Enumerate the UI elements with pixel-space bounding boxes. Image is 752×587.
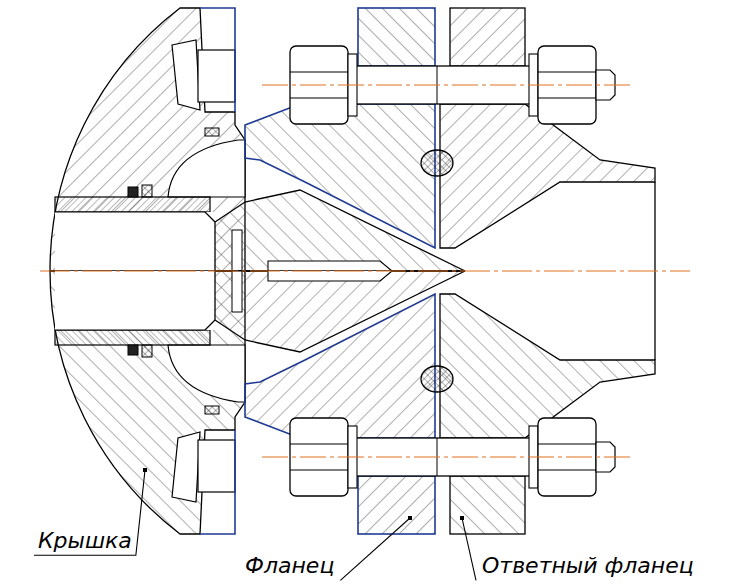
leader-line	[340, 518, 410, 580]
part-label: Фланец	[245, 553, 334, 578]
upper-half	[50, 8, 655, 271]
leader-line	[34, 470, 145, 555]
part-label: Ответный фланец	[482, 553, 694, 578]
lower-half	[50, 271, 655, 534]
center-axis	[40, 271, 690, 272]
leader-dot	[408, 516, 412, 520]
leader-line	[462, 518, 476, 580]
leader-dot	[143, 468, 147, 472]
leader-dot	[460, 516, 464, 520]
part-label: Крышка	[38, 528, 132, 553]
